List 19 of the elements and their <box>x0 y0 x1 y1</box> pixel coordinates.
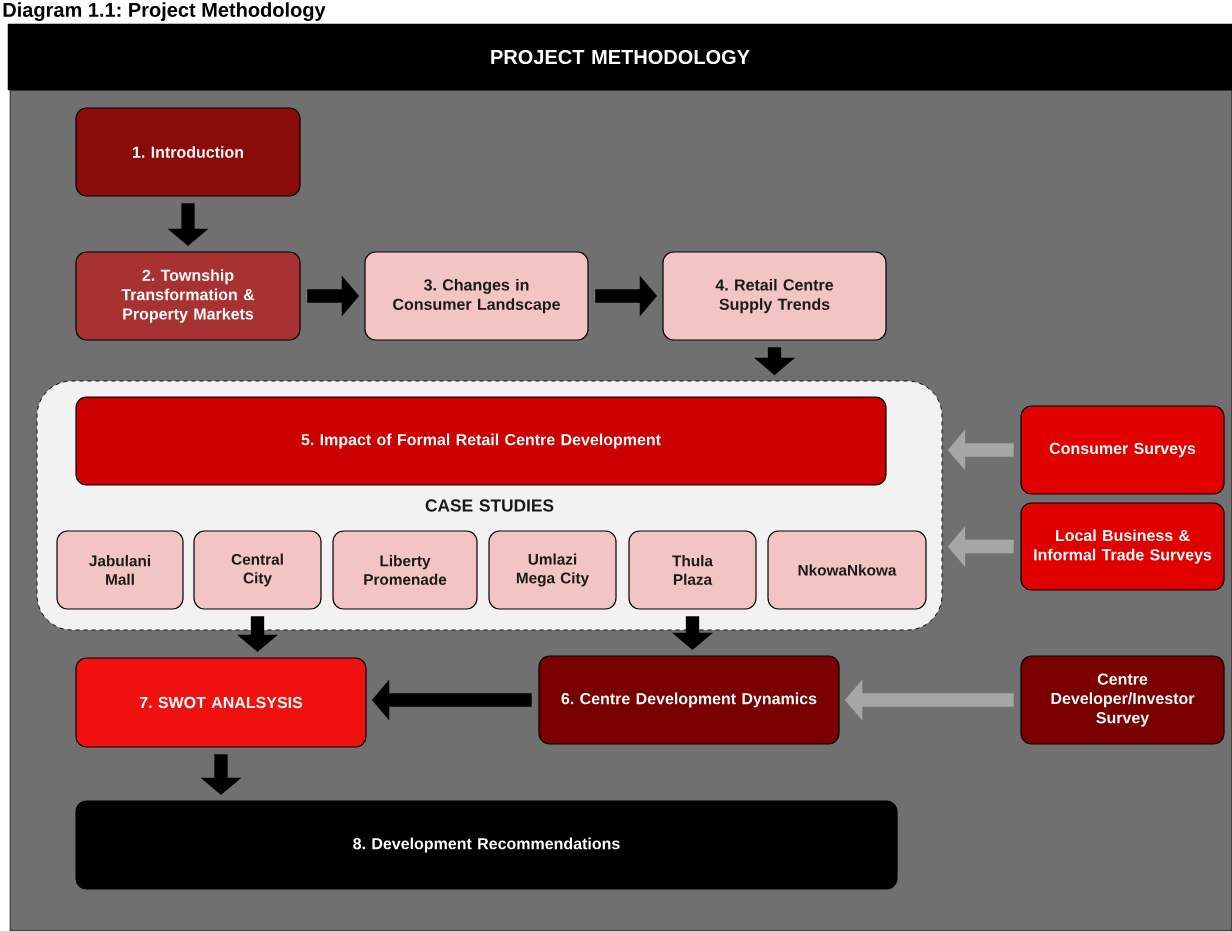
process-box: 2. Township Transformation & Property Markets <box>75 251 301 341</box>
process-box: 5. Impact of Formal Retail Centre Development <box>75 396 887 486</box>
case-study-box: Thula Plaza <box>628 530 757 610</box>
process-box: 7. SWOT ANALSYSIS <box>75 657 367 748</box>
case-study-box: Jabulani Mall <box>56 530 184 610</box>
diagram-title: Diagram 1.1: Project Methodology <box>3 2 326 21</box>
case-study-box: Liberty Promenade <box>332 530 478 610</box>
case-study-box: NkowaNkowa <box>767 530 927 610</box>
header-bar: PROJECT METHODOLOGY <box>7 23 1232 91</box>
process-box: 6. Centre Development Dynamics <box>538 655 840 745</box>
survey-box: Centre Developer/Investor Survey <box>1020 655 1225 745</box>
process-box: 8. Development Recommendations <box>75 800 898 890</box>
process-box: 4. Retail Centre Supply Trends <box>662 251 887 341</box>
case-study-box: Central City <box>193 530 322 610</box>
process-box: 3. Changes in Consumer Landscape <box>364 251 589 341</box>
survey-box: Consumer Surveys <box>1020 405 1225 495</box>
case-study-box: Umlazi Mega City <box>488 530 617 610</box>
survey-box: Local Business & Informal Trade Surveys <box>1020 502 1225 591</box>
process-box: 1. Introduction <box>75 107 301 197</box>
